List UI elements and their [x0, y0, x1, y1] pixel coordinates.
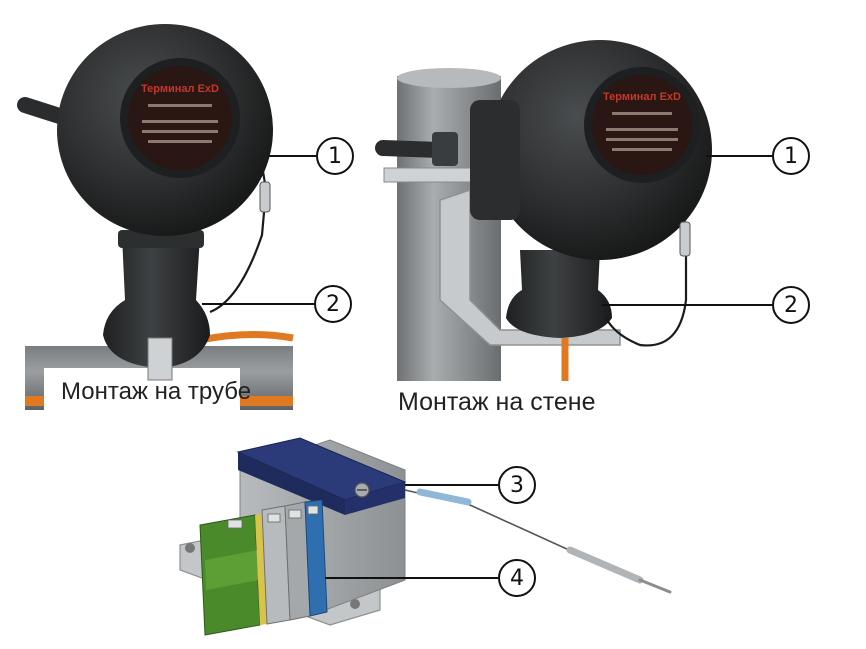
caption-wall-mount: Монтаж на стене — [398, 388, 596, 416]
wall-bracket — [439, 188, 621, 346]
callout-1-pipe: 1 — [316, 137, 354, 175]
terminal-blue — [304, 499, 328, 617]
callout-2-pipe: 2 — [314, 285, 352, 323]
sensor-sleeve — [416, 488, 472, 506]
label-brand-right: Терминал ExD — [603, 91, 681, 103]
entry-cable-right — [375, 140, 448, 158]
heating-cable-top — [199, 330, 294, 344]
sensor-wire-left — [209, 164, 268, 314]
callout-4: 4 — [498, 559, 536, 597]
sensor-cable — [404, 489, 581, 556]
sensor-probe — [566, 546, 644, 584]
label-brand-left: Терминал ExD — [141, 83, 219, 95]
callout-2-wall: 2 — [772, 286, 810, 324]
stand-right — [506, 250, 612, 338]
terminal-yellow-strip — [255, 514, 267, 625]
pipe-mount-view: Терминал ExD — [17, 24, 316, 410]
callout-3: 3 — [498, 466, 536, 504]
sensor-wire-right — [605, 214, 688, 347]
caption-pipe-mount: Монтаж на трубе — [61, 378, 252, 405]
terminal-assembly — [179, 437, 672, 636]
wall-mount-view: Терминал ExD — [375, 40, 772, 381]
callout-1-wall: 1 — [772, 137, 810, 175]
stand-left — [103, 236, 210, 368]
